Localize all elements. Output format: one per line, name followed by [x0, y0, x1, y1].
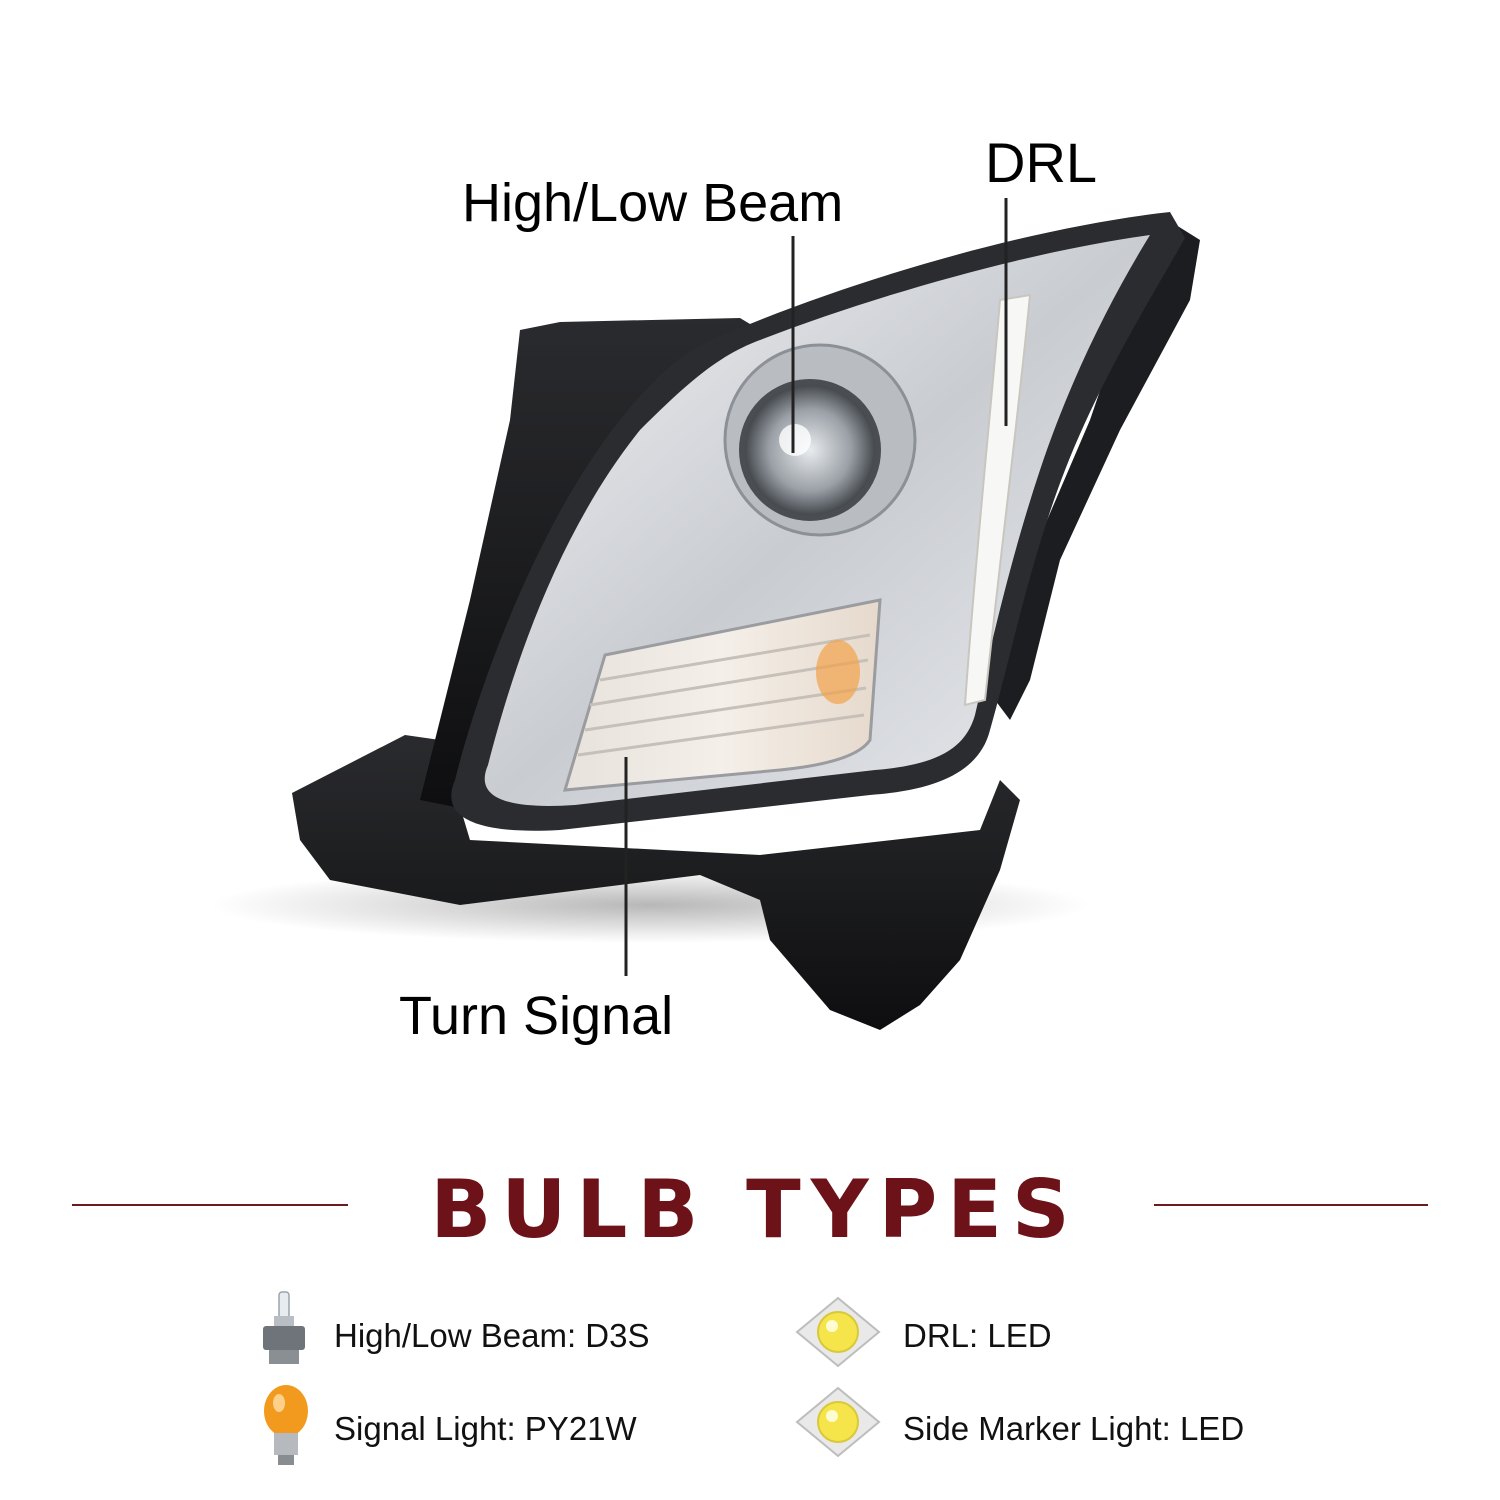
amber-bulb-icon	[264, 1385, 308, 1465]
right-divider	[1154, 1204, 1428, 1206]
projector-glint	[779, 424, 811, 456]
left-divider	[72, 1204, 348, 1206]
bulb-item-signal-light: Signal Light: PY21W	[258, 1383, 738, 1465]
bulb-label: Side Marker Light: LED	[903, 1410, 1245, 1447]
amber-reflector	[816, 640, 860, 704]
headlight-illustration	[210, 198, 1200, 1030]
bulb-label: High/Low Beam: D3S	[334, 1317, 650, 1354]
lower-bracket	[292, 735, 1020, 1030]
drl-callout: DRL	[985, 131, 1098, 194]
led-chip-icon	[795, 1296, 881, 1368]
bulb-types-header: BULB TYPES	[0, 1163, 1500, 1256]
turn-signal-callout: Turn Signal	[399, 986, 674, 1046]
projector-lens	[739, 379, 881, 521]
section-title: BULB TYPES	[430, 1163, 1080, 1256]
bulb-label: Signal Light: PY21W	[334, 1410, 637, 1447]
bulb-item-high-low-beam: High/Low Beam: D3S	[255, 1290, 735, 1370]
drl-strip	[963, 293, 1032, 707]
bulb-item-side-marker: Side Marker Light: LED	[795, 1386, 1295, 1466]
led-chip-icon	[795, 1386, 881, 1458]
high-low-beam-callout: High/Low Beam	[462, 173, 844, 233]
bulb-label: DRL: LED	[903, 1317, 1052, 1354]
right-housing-edge	[995, 215, 1200, 720]
bulb-item-drl: DRL: LED	[795, 1296, 1095, 1376]
hid-bulb-icon	[263, 1291, 305, 1364]
